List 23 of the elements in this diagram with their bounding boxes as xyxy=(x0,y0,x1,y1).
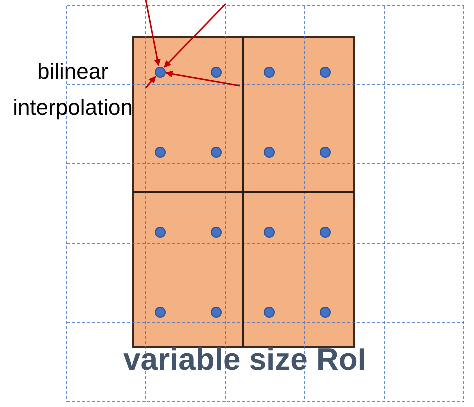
roi-caption: variable size RoI xyxy=(122,342,368,378)
sample-point xyxy=(210,66,222,78)
sample-point xyxy=(210,226,222,238)
sample-point xyxy=(264,66,274,78)
sample-point xyxy=(320,66,330,78)
arrow xyxy=(145,76,156,88)
sample-point xyxy=(264,226,274,238)
annotation-text: bilinear interpolation xyxy=(12,58,134,122)
roi-box xyxy=(132,36,355,348)
sample-point xyxy=(320,146,330,158)
sample-point xyxy=(320,306,330,318)
sample-point xyxy=(154,226,166,238)
arrow xyxy=(164,3,227,68)
sample-point xyxy=(210,306,222,318)
sample-point xyxy=(320,226,330,238)
arrow xyxy=(145,0,161,66)
sample-point xyxy=(154,146,166,158)
arrow xyxy=(166,70,240,87)
sample-point xyxy=(264,306,274,318)
sample-point xyxy=(210,146,222,158)
sample-point xyxy=(154,306,166,318)
sample-point xyxy=(154,66,166,78)
sample-point xyxy=(264,146,274,158)
